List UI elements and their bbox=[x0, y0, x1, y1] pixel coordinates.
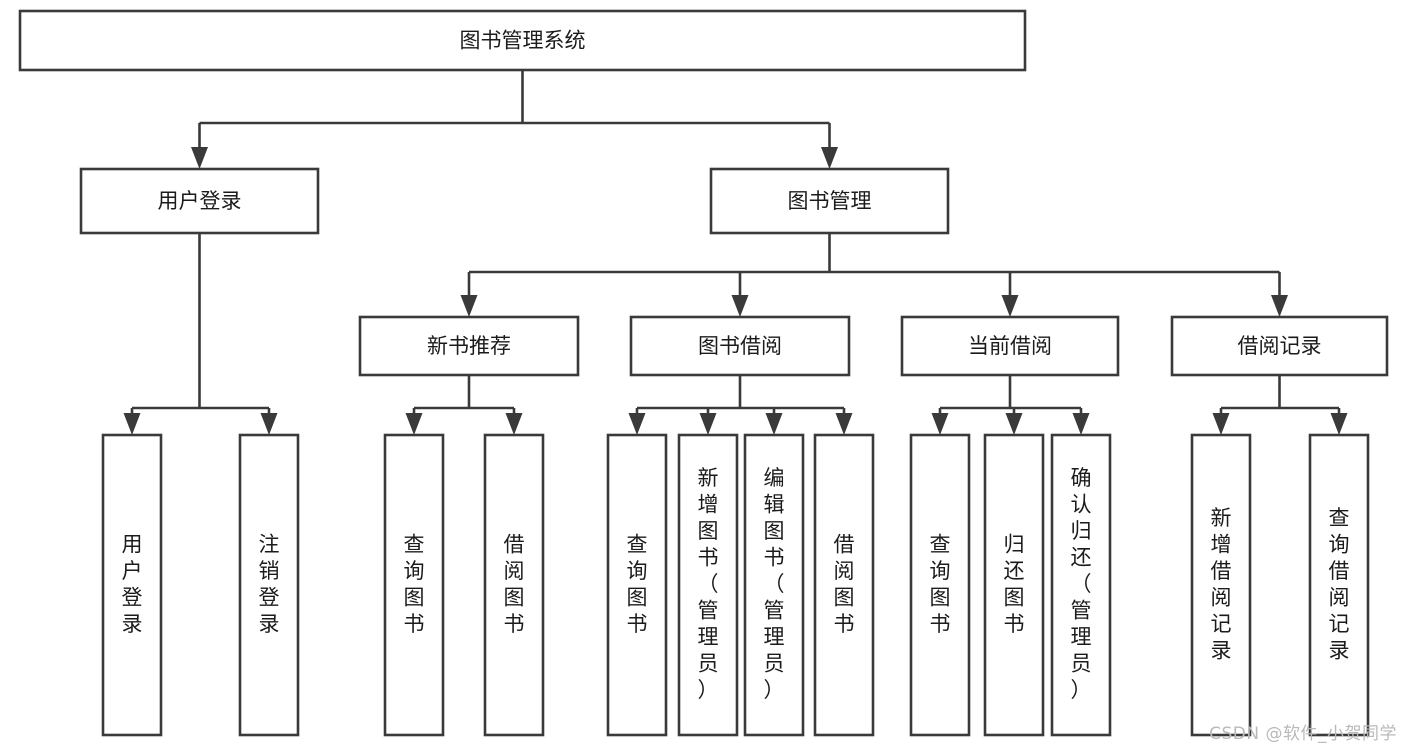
arrow-head-book-borrow bbox=[731, 295, 749, 317]
node-layer: 图书管理系统用户登录图书管理新书推荐图书借阅当前借阅借阅记录用户登录注销登录查询… bbox=[18, 9, 1389, 737]
node-box-new-book-recommend[interactable] bbox=[358, 315, 580, 377]
node-box-leaf-query-book-1[interactable] bbox=[383, 433, 445, 737]
node-label-leaf-borrow-book-1: 借阅图书 bbox=[504, 532, 525, 636]
node-box-current-borrow[interactable] bbox=[900, 315, 1120, 377]
node-leaf-query-book-3[interactable]: 查询图书 bbox=[909, 433, 971, 737]
node-box-leaf-borrow-book-1[interactable] bbox=[483, 433, 545, 737]
connector-layer bbox=[123, 70, 1348, 435]
node-label-root: 图书管理系统 bbox=[460, 29, 586, 53]
node-box-leaf-return-book[interactable] bbox=[983, 433, 1045, 737]
node-label-leaf-user-login: 用户登录 bbox=[122, 532, 143, 636]
arrow-head-leaf-query-borrow-record bbox=[1330, 413, 1348, 435]
node-label-borrow-record: 借阅记录 bbox=[1238, 334, 1322, 358]
node-leaf-borrow-book-2[interactable]: 借阅图书 bbox=[813, 433, 875, 737]
node-label-leaf-query-book-3: 查询图书 bbox=[930, 532, 951, 636]
node-label-leaf-query-book-1: 查询图书 bbox=[404, 532, 425, 636]
node-label-book-borrow: 图书借阅 bbox=[698, 334, 782, 358]
arrow-head-leaf-borrow-book-2 bbox=[835, 413, 853, 435]
arrow-head-leaf-confirm-return-admin bbox=[1072, 413, 1090, 435]
node-label-user-login: 用户登录 bbox=[158, 189, 242, 213]
arrow-head-leaf-query-book-3 bbox=[931, 413, 949, 435]
arrow-head-leaf-user-login bbox=[123, 413, 141, 435]
node-label-leaf-query-borrow-record: 查询借阅记录 bbox=[1329, 506, 1350, 663]
arrow-head-leaf-query-book-2 bbox=[628, 413, 646, 435]
node-box-leaf-confirm-return-admin[interactable] bbox=[1050, 433, 1112, 737]
node-label-current-borrow: 当前借阅 bbox=[968, 334, 1052, 358]
arrow-head-new-book-recommend bbox=[460, 295, 478, 317]
node-label-new-book-recommend: 新书推荐 bbox=[427, 334, 511, 358]
arrow-head-leaf-add-borrow-record bbox=[1212, 413, 1230, 435]
node-borrow-record[interactable]: 借阅记录 bbox=[1170, 315, 1389, 377]
node-box-leaf-edit-book-admin[interactable] bbox=[743, 433, 805, 737]
node-user-login[interactable]: 用户登录 bbox=[79, 167, 320, 235]
node-box-leaf-query-book-3[interactable] bbox=[909, 433, 971, 737]
node-leaf-query-borrow-record[interactable]: 查询借阅记录 bbox=[1308, 433, 1370, 737]
node-label-leaf-edit-book-admin: 编辑图书（管理员） bbox=[764, 466, 785, 702]
node-box-leaf-borrow-book-2[interactable] bbox=[813, 433, 875, 737]
node-box-book-manage[interactable] bbox=[709, 167, 950, 235]
node-leaf-add-borrow-record[interactable]: 新增借阅记录 bbox=[1190, 433, 1252, 737]
node-leaf-logout-login[interactable]: 注销登录 bbox=[238, 433, 300, 737]
node-box-leaf-add-book-admin[interactable] bbox=[677, 433, 739, 737]
node-leaf-user-login[interactable]: 用户登录 bbox=[101, 433, 163, 737]
node-book-manage[interactable]: 图书管理 bbox=[709, 167, 950, 235]
arrow-head-borrow-record bbox=[1271, 295, 1288, 317]
arrow-head-leaf-return-book bbox=[1005, 413, 1023, 435]
node-box-book-borrow[interactable] bbox=[629, 315, 851, 377]
node-box-leaf-add-borrow-record[interactable] bbox=[1190, 433, 1252, 737]
node-label-leaf-add-book-admin: 新增图书（管理员） bbox=[698, 466, 719, 702]
arrow-head-user-login bbox=[191, 147, 208, 169]
arrow-head-leaf-borrow-book-1 bbox=[505, 413, 523, 435]
node-leaf-query-book-2[interactable]: 查询图书 bbox=[606, 433, 668, 737]
arrow-head-leaf-add-book-admin bbox=[699, 413, 717, 435]
node-label-leaf-add-borrow-record: 新增借阅记录 bbox=[1211, 506, 1232, 663]
node-box-leaf-logout-login[interactable] bbox=[238, 433, 300, 737]
arrow-head-leaf-query-book-1 bbox=[405, 413, 423, 435]
node-leaf-edit-book-admin[interactable]: 编辑图书（管理员） bbox=[743, 433, 805, 737]
node-label-leaf-confirm-return-admin: 确认归还（管理员） bbox=[1071, 466, 1092, 702]
node-current-borrow[interactable]: 当前借阅 bbox=[900, 315, 1120, 377]
arrow-head-leaf-edit-book-admin bbox=[765, 413, 783, 435]
arrow-head-leaf-logout-login bbox=[260, 413, 278, 435]
node-leaf-borrow-book-1[interactable]: 借阅图书 bbox=[483, 433, 545, 737]
node-box-leaf-user-login[interactable] bbox=[101, 433, 163, 737]
node-label-leaf-return-book: 归还图书 bbox=[1004, 532, 1025, 636]
arrow-head-book-manage bbox=[821, 147, 838, 169]
node-new-book-recommend[interactable]: 新书推荐 bbox=[358, 315, 580, 377]
node-label-leaf-logout-login: 注销登录 bbox=[259, 532, 280, 636]
node-box-leaf-query-borrow-record[interactable] bbox=[1308, 433, 1370, 737]
node-box-root[interactable] bbox=[18, 9, 1027, 72]
node-label-book-manage: 图书管理 bbox=[788, 189, 872, 213]
node-leaf-query-book-1[interactable]: 查询图书 bbox=[383, 433, 445, 737]
node-root[interactable]: 图书管理系统 bbox=[18, 9, 1027, 72]
arrow-head-current-borrow bbox=[1001, 295, 1019, 317]
node-box-user-login[interactable] bbox=[79, 167, 320, 235]
node-label-leaf-borrow-book-2: 借阅图书 bbox=[834, 532, 855, 636]
node-leaf-return-book[interactable]: 归还图书 bbox=[983, 433, 1045, 737]
node-book-borrow[interactable]: 图书借阅 bbox=[629, 315, 851, 377]
node-leaf-add-book-admin[interactable]: 新增图书（管理员） bbox=[677, 433, 739, 737]
node-label-leaf-query-book-2: 查询图书 bbox=[627, 532, 648, 636]
node-box-borrow-record[interactable] bbox=[1170, 315, 1389, 377]
node-leaf-confirm-return-admin[interactable]: 确认归还（管理员） bbox=[1050, 433, 1112, 737]
node-box-leaf-query-book-2[interactable] bbox=[606, 433, 668, 737]
